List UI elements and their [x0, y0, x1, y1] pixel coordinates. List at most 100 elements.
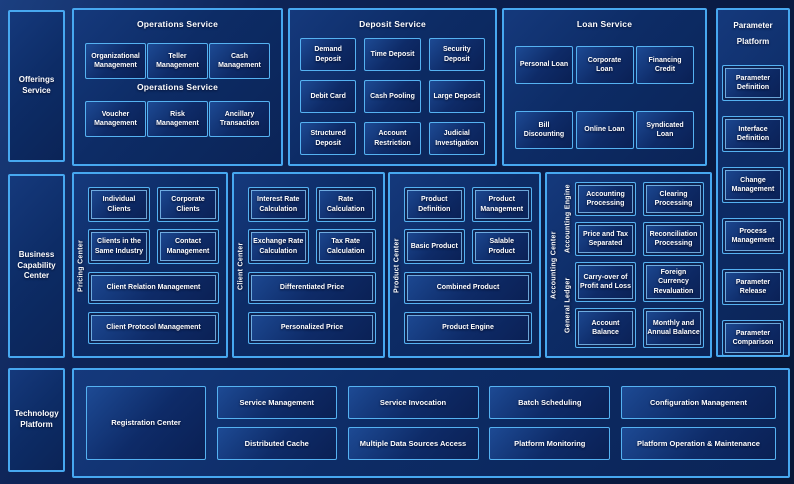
box-corporate-loan: Corporate Loan	[575, 46, 634, 84]
box-registration-center: Registration Center	[86, 386, 206, 460]
box-batch-scheduling: Batch Scheduling	[489, 386, 611, 419]
deposit-grid: Demand Deposit Time Deposit Security Dep…	[300, 38, 485, 155]
box-platform-monitoring: Platform Monitoring	[489, 427, 611, 460]
box-distributed-cache: Distributed Cache	[216, 427, 337, 460]
box-exchange-rate-calculation: Exchange Rate Calculation	[248, 229, 309, 264]
box-tax-rate-calculation: Tax Rate Calculation	[315, 229, 376, 264]
product-center-vertical-label: Product Center	[393, 238, 401, 294]
panel-product-center: Product Center Product Definition Produc…	[388, 172, 541, 358]
client-grid: Interest Rate Calculation Rate Calculati…	[248, 187, 376, 264]
box-security-deposit: Security Deposit	[428, 38, 485, 71]
box-client-relation-management: Client Relation Management	[88, 272, 219, 304]
box-process-management: Process Management	[722, 218, 784, 254]
box-monthly-annual-balance: Monthly and Annual Balance	[643, 308, 704, 348]
box-product-engine: Product Engine	[404, 312, 532, 344]
box-organizational-management: Organizational Management	[85, 43, 146, 79]
box-clients-same-industry: Clients in the Same Industry	[88, 229, 150, 264]
loan-service-title: Loan Service	[576, 19, 633, 29]
pricing-center-content: Individual Clients Corporate Clients Cli…	[88, 187, 219, 345]
parameter-platform-title: Parameter Platform	[733, 18, 772, 50]
product-center-content: Product Definition Product Management Ba…	[404, 187, 532, 345]
box-ancillary-transaction: Ancillary Transaction	[209, 101, 270, 137]
box-product-definition: Product Definition	[404, 187, 465, 222]
box-cash-pooling: Cash Pooling	[364, 80, 421, 113]
accounting-engine-group: Accounting Engine Accounting Processing …	[561, 182, 704, 256]
general-ledger-group: General Ledger Carry-over of Profit and …	[561, 262, 704, 348]
box-large-deposit: Large Deposit	[428, 80, 485, 113]
tech-column-3: Batch Scheduling Platform Monitoring	[489, 386, 611, 460]
box-basic-product: Basic Product	[404, 229, 465, 264]
box-corporate-clients: Corporate Clients	[157, 187, 219, 222]
operations-row-2: Voucher Management Risk Management Ancil…	[85, 101, 270, 137]
pricing-center-vertical-label: Pricing Center	[77, 239, 85, 293]
panel-client-center: Client Center Interest Rate Calculation …	[232, 172, 385, 358]
panel-operations-service: Operations Service Organizational Manage…	[72, 8, 283, 166]
box-voucher-management: Voucher Management	[85, 101, 146, 137]
box-personal-loan: Personal Loan	[515, 46, 573, 84]
box-contact-management: Contact Management	[157, 229, 219, 264]
accounting-center-vertical-label: Accounting Center	[550, 231, 558, 299]
accounting-engine-grid: Accounting Processing Clearing Processin…	[575, 182, 704, 256]
box-differentiated-price: Differentiated Price	[248, 272, 376, 304]
box-interface-definition: Interface Definition	[722, 116, 784, 152]
client-center-vertical-label: Client Center	[237, 242, 245, 290]
box-parameter-release: Parameter Release	[722, 269, 784, 305]
box-bill-discounting: Bill Discounting	[515, 111, 573, 149]
deposit-service-title: Deposit Service	[359, 19, 426, 29]
box-price-and-tax-separated: Price and Tax Separated	[575, 222, 636, 256]
panel-deposit-service: Deposit Service Demand Deposit Time Depo…	[288, 8, 497, 166]
box-service-management: Service Management	[216, 386, 337, 419]
box-debit-card: Debit Card	[300, 80, 357, 113]
tech-column-4: Configuration Management Platform Operat…	[621, 386, 776, 460]
parameter-title-line1: Parameter	[733, 21, 773, 30]
panel-technology-platform: Registration Center Service Management D…	[72, 368, 790, 478]
box-account-balance: Account Balance	[575, 308, 636, 348]
box-service-invocation: Service Invocation	[347, 386, 479, 419]
client-center-content: Interest Rate Calculation Rate Calculati…	[248, 187, 376, 345]
box-client-protocol-management: Client Protocol Management	[88, 312, 219, 344]
panel-pricing-center: Pricing Center Individual Clients Corpor…	[72, 172, 228, 358]
product-grid: Product Definition Product Management Ba…	[404, 187, 532, 264]
box-account-restriction: Account Restriction	[364, 122, 421, 155]
box-configuration-management: Configuration Management	[621, 386, 776, 419]
panel-accounting-center: Accounting Center Accounting Engine Acco…	[545, 172, 712, 358]
general-ledger-vertical-label: General Ledger	[564, 277, 572, 333]
box-reconciliation-processing: Reconciliation Processing	[643, 222, 704, 256]
rail-business-capability-center: Business Capability Center	[8, 174, 65, 358]
parameter-title-line2: Platform	[736, 37, 770, 46]
box-combined-product: Combined Product	[404, 272, 532, 304]
tech-column-1: Service Management Distributed Cache	[216, 386, 337, 460]
box-rate-calculation: Rate Calculation	[315, 187, 376, 222]
box-individual-clients: Individual Clients	[88, 187, 150, 222]
box-parameter-comparison: Parameter Comparison	[722, 320, 784, 356]
box-salable-product: Salable Product	[471, 229, 532, 264]
box-product-management: Product Management	[471, 187, 532, 222]
box-cash-management: Cash Management	[209, 43, 270, 79]
general-ledger-grid: Carry-over of Profit and Loss Foreign Cu…	[575, 262, 704, 348]
box-accounting-processing: Accounting Processing	[575, 182, 636, 216]
box-financing-credit: Financing Credit	[636, 46, 694, 84]
rail-technology-platform: Technology Platform	[8, 368, 65, 472]
rail-offerings-service: Offerings Service	[8, 10, 65, 162]
operations-service-title: Operations Service	[136, 19, 219, 29]
operations-service-subtitle: Operations Service	[136, 82, 219, 92]
accounting-engine-vertical-label: Accounting Engine	[564, 184, 572, 254]
box-teller-management: Teller Management	[147, 43, 208, 79]
panel-parameter-platform: Parameter Platform Parameter Definition …	[716, 8, 790, 357]
box-structured-deposit: Structured Deposit	[300, 122, 357, 155]
box-clearing-processing: Clearing Processing	[643, 182, 704, 216]
box-carry-over-profit-loss: Carry-over of Profit and Loss	[575, 262, 636, 302]
box-personalized-price: Personalized Price	[248, 312, 376, 344]
tech-column-2: Service Invocation Multiple Data Sources…	[347, 386, 479, 460]
box-demand-deposit: Demand Deposit	[300, 38, 357, 71]
box-syndicated-loan: Syndicated Loan	[636, 111, 694, 149]
loan-row-2: Bill Discounting Online Loan Syndicated …	[515, 111, 694, 149]
box-platform-operation-maintenance: Platform Operation & Maintenance	[621, 427, 776, 460]
operations-row-1: Organizational Management Teller Managem…	[85, 43, 270, 79]
box-time-deposit: Time Deposit	[364, 38, 421, 71]
panel-loan-service: Loan Service Personal Loan Corporate Loa…	[502, 8, 707, 166]
box-change-management: Change Management	[722, 167, 784, 203]
loan-row-1: Personal Loan Corporate Loan Financing C…	[515, 46, 694, 84]
box-judicial-investigation: Judicial Investigation	[428, 122, 485, 155]
box-parameter-definition: Parameter Definition	[722, 65, 784, 101]
